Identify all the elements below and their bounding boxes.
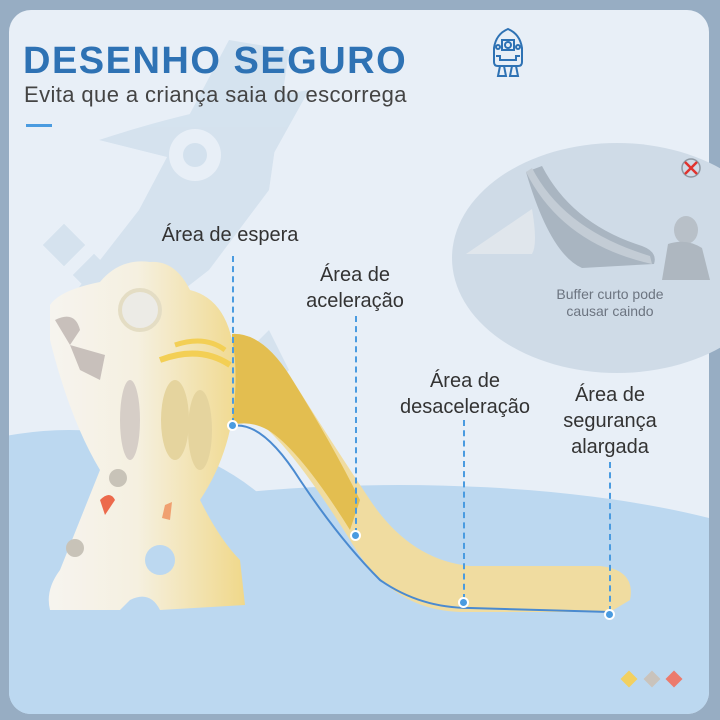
x-mark-icon bbox=[681, 158, 701, 178]
callout-dot-acceleration bbox=[350, 530, 361, 541]
callout-line-safety bbox=[609, 462, 611, 612]
label-deceleration-area: Área de desaceleração bbox=[399, 370, 531, 418]
callout-line-deceleration bbox=[463, 420, 465, 600]
page-subtitle: Evita que a criança saia do escorrega bbox=[24, 82, 407, 107]
short-slide-image bbox=[466, 166, 710, 280]
callout-line-waiting bbox=[232, 256, 234, 424]
label-safety-area: Área de segurança alargada bbox=[563, 384, 657, 458]
callout-dot-waiting bbox=[227, 420, 238, 431]
comparison-caption: Buffer curto pode causar caindo bbox=[556, 286, 664, 319]
callout-dot-safety bbox=[604, 609, 615, 620]
label-waiting-area: Área de espera bbox=[161, 224, 299, 246]
callout-line-acceleration bbox=[355, 316, 357, 534]
callout-dot-deceleration bbox=[458, 597, 469, 608]
space-capsule-icon bbox=[493, 27, 523, 77]
accent-bar bbox=[26, 124, 52, 127]
page-title: DESENHO SEGURO bbox=[23, 40, 408, 82]
label-acceleration-area: Área de aceleração bbox=[306, 264, 404, 312]
